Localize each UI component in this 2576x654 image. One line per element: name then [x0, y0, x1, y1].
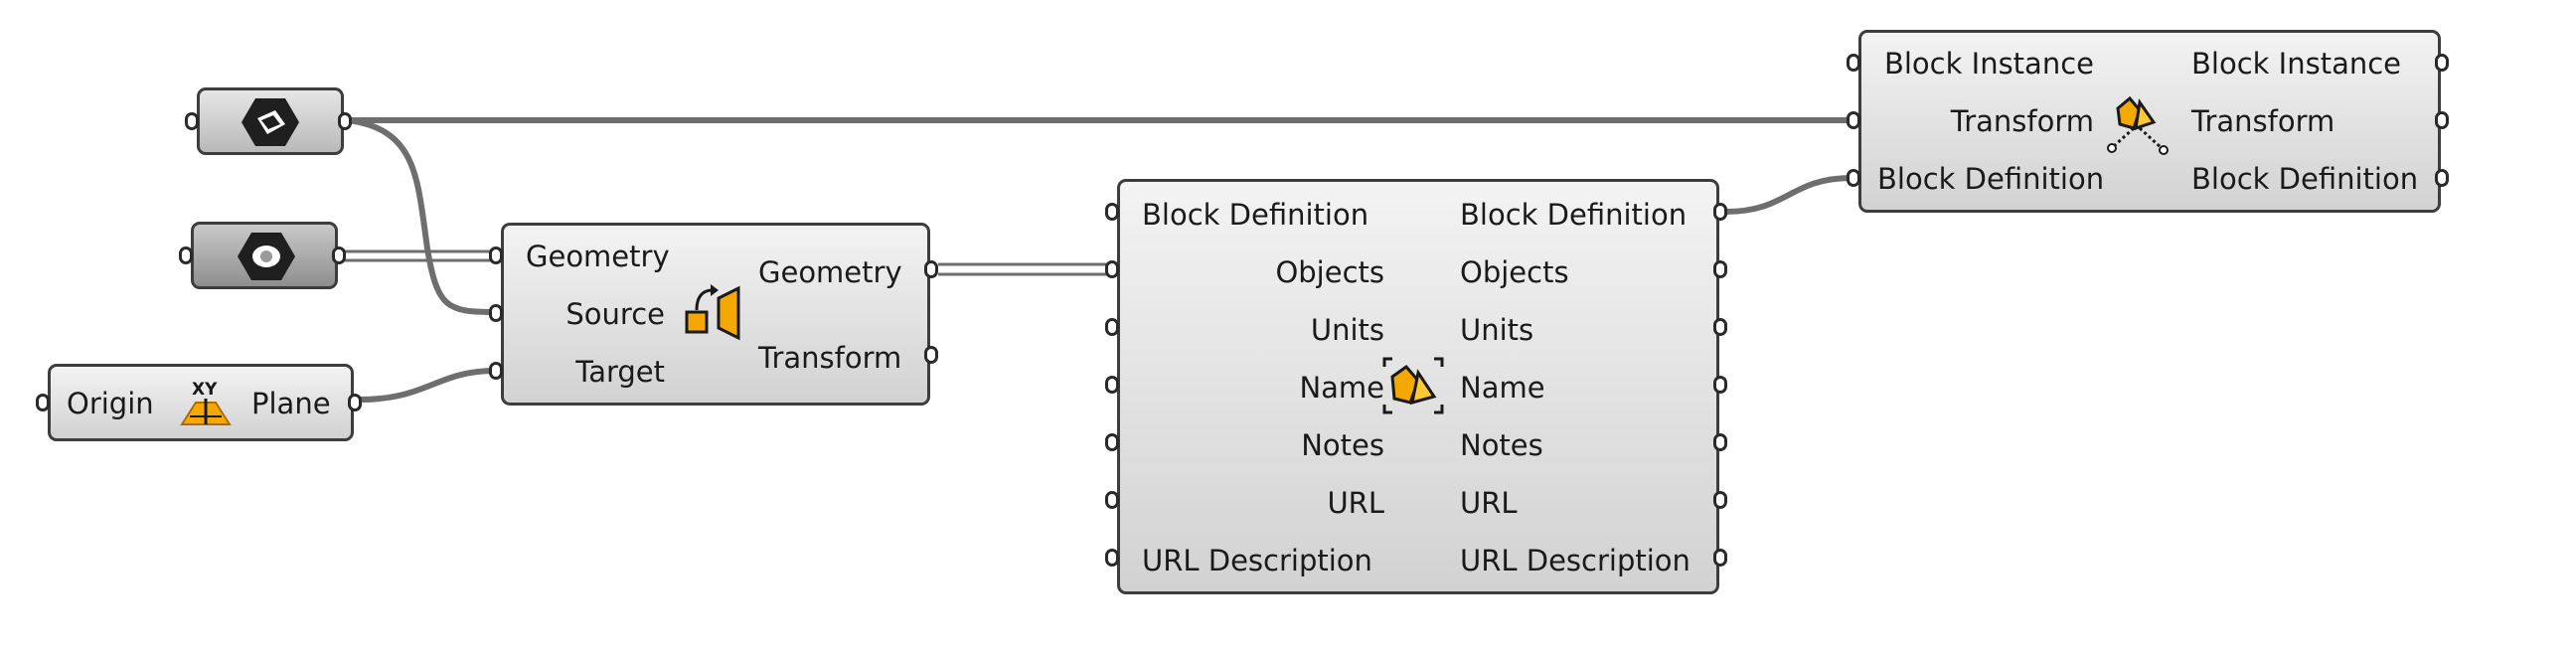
define-input-grip-5[interactable]	[1105, 433, 1119, 451]
geometry-param-top[interactable]	[197, 87, 344, 155]
instance-input-grip-2[interactable]	[1847, 111, 1860, 129]
define-input-objects: Objects	[1275, 255, 1384, 289]
block-instance-component[interactable]: Block Instance Transform Block Definitio…	[1858, 30, 2441, 213]
define-output-grip-4[interactable]	[1713, 376, 1727, 394]
wire-plane-to-target	[357, 368, 498, 403]
define-input-url-description: URL Description	[1142, 544, 1372, 577]
xy-plane-icon: XY	[180, 380, 232, 425]
geometry-param-icon	[242, 98, 299, 146]
instance-output-block-instance: Block Instance	[2191, 47, 2402, 81]
orient-component[interactable]: Geometry Source Target Geometry Transfor…	[501, 223, 930, 406]
wire-blockdef-to-instance	[1722, 175, 1855, 215]
geometry-param-icon-2	[238, 233, 295, 280]
xy-plane-input-origin: Origin	[67, 387, 154, 420]
instance-input-transform: Transform	[1950, 104, 2094, 138]
xy-plane-output-grip[interactable]	[348, 394, 362, 411]
geometry-param-second-output-grip[interactable]	[332, 246, 346, 264]
orient-output-transform-grip[interactable]	[924, 346, 938, 364]
instance-output-block-definition: Block Definition	[2191, 162, 2419, 196]
orient-input-source: Source	[565, 297, 665, 331]
define-input-block-definition: Block Definition	[1142, 198, 1369, 232]
block-instance-icon	[2107, 95, 2169, 155]
orient-icon	[685, 284, 740, 341]
define-output-notes: Notes	[1460, 428, 1543, 462]
block-definition-icon	[1382, 357, 1444, 414]
define-output-url: URL	[1460, 486, 1518, 520]
wire-param-to-source	[345, 117, 498, 315]
define-output-objects: Objects	[1460, 255, 1569, 289]
geometry-param-top-output-grip[interactable]	[338, 112, 352, 130]
define-output-grip-2[interactable]	[1713, 260, 1727, 278]
xy-plane-input-grip[interactable]	[36, 394, 50, 411]
instance-output-transform: Transform	[2191, 104, 2335, 138]
geometry-param-second[interactable]	[191, 222, 338, 289]
orient-input-target: Target	[575, 355, 665, 389]
define-input-grip-3[interactable]	[1105, 318, 1119, 336]
define-block-component[interactable]: Block Definition Objects Units Name Note…	[1117, 179, 1719, 594]
define-output-grip-1[interactable]	[1713, 203, 1727, 221]
orient-input-source-grip[interactable]	[489, 304, 503, 322]
instance-input-grip-3[interactable]	[1847, 169, 1860, 187]
instance-output-grip-3[interactable]	[2435, 169, 2449, 187]
xy-plane-component[interactable]: Origin XY Plane	[48, 364, 354, 441]
orient-input-geometry: Geometry	[526, 240, 670, 273]
define-input-grip-2[interactable]	[1105, 260, 1119, 278]
instance-input-grip-1[interactable]	[1847, 54, 1860, 72]
define-input-grip-1[interactable]	[1105, 203, 1119, 221]
define-output-block-definition: Block Definition	[1460, 198, 1688, 232]
define-input-name: Name	[1299, 371, 1384, 405]
define-output-name: Name	[1460, 371, 1545, 405]
svg-text:XY: XY	[192, 380, 218, 400]
define-input-grip-6[interactable]	[1105, 491, 1119, 509]
orient-output-geometry-grip[interactable]	[924, 260, 938, 278]
geometry-param-second-input-grip[interactable]	[179, 246, 193, 264]
define-output-grip-6[interactable]	[1713, 491, 1727, 509]
define-input-notes: Notes	[1301, 428, 1384, 462]
orient-output-transform: Transform	[758, 341, 902, 375]
instance-input-block-definition: Block Definition	[1877, 162, 2105, 196]
define-input-grip-4[interactable]	[1105, 376, 1119, 394]
geometry-param-top-input-grip[interactable]	[185, 112, 199, 130]
instance-input-block-instance: Block Instance	[1883, 47, 2094, 81]
define-input-url: URL	[1327, 486, 1384, 520]
define-output-grip-3[interactable]	[1713, 318, 1727, 336]
orient-input-geometry-grip[interactable]	[489, 246, 503, 264]
define-input-units: Units	[1310, 313, 1384, 347]
instance-output-grip-1[interactable]	[2435, 54, 2449, 72]
xy-plane-output-plane: Plane	[251, 387, 331, 420]
instance-output-grip-2[interactable]	[2435, 111, 2449, 129]
define-output-grip-7[interactable]	[1713, 549, 1727, 567]
orient-output-geometry: Geometry	[758, 255, 902, 289]
define-output-units: Units	[1460, 313, 1534, 347]
orient-input-target-grip[interactable]	[489, 362, 503, 380]
define-output-grip-5[interactable]	[1713, 433, 1727, 451]
define-output-url-description: URL Description	[1460, 544, 1690, 577]
define-input-grip-7[interactable]	[1105, 549, 1119, 567]
